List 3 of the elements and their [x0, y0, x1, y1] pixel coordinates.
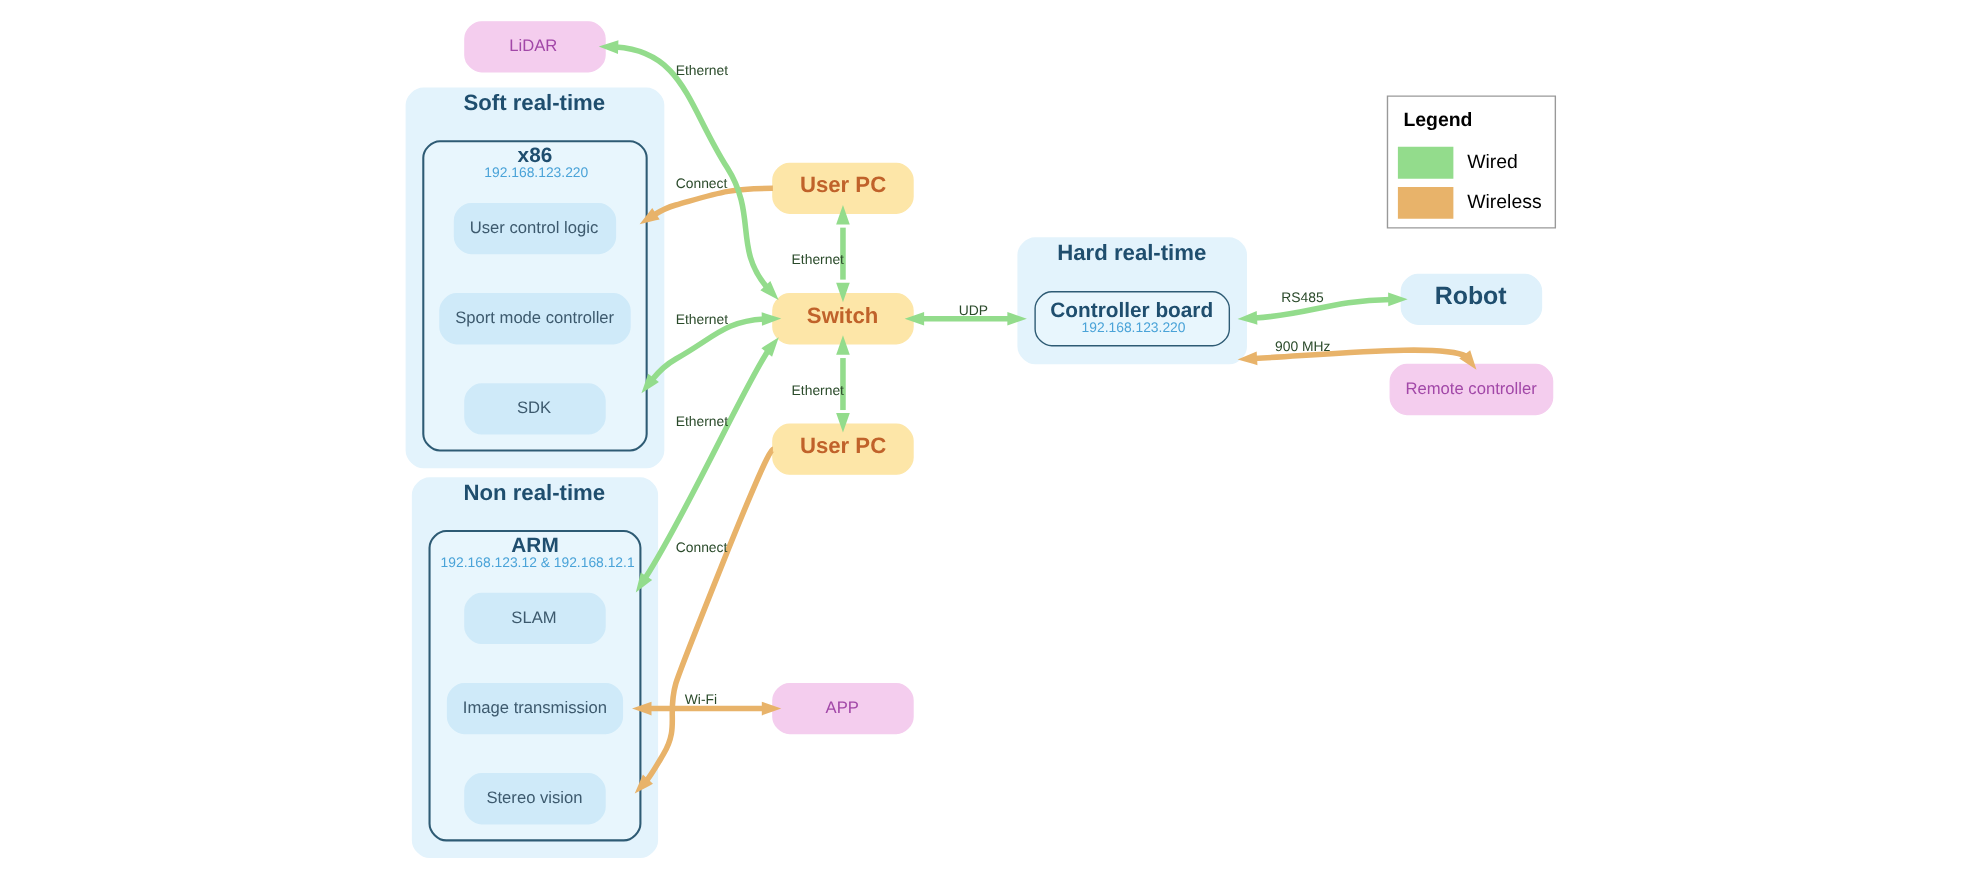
legend-label: Wireless [1467, 192, 1542, 215]
legend-label: Wired [1467, 151, 1518, 174]
label: Legend [1403, 110, 1473, 133]
